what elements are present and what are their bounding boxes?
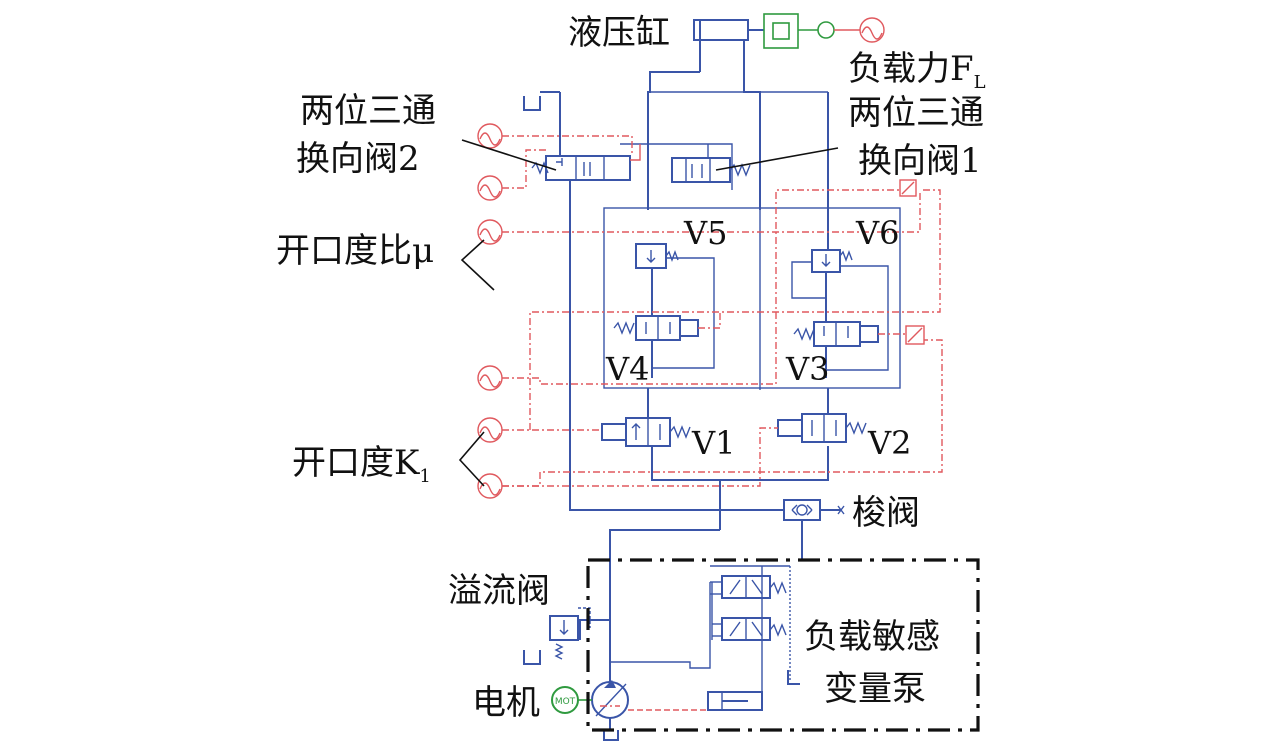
valve-v6 — [791, 249, 841, 299]
valve-v4 — [635, 315, 699, 341]
label-shuttle-valve: 梭阀 — [852, 493, 920, 533]
label-valve2-line1: 两位三通 — [300, 91, 436, 131]
label-valve2-line2: 换向阀2 — [296, 139, 420, 179]
signal-source-icon — [477, 473, 503, 499]
spring-icon — [669, 425, 691, 439]
valve-v3 — [813, 321, 879, 347]
signal-lines — [502, 135, 943, 707]
directional-valve-1 — [671, 144, 731, 183]
gain-block-icon — [905, 325, 925, 345]
ls-control-valve-lower — [712, 617, 787, 641]
spring-icon — [793, 327, 815, 341]
leader-opening-ratio — [460, 239, 495, 291]
spring-icon — [839, 250, 853, 262]
label-ls-pump-line2: 变量泵 — [824, 669, 926, 709]
shuttle-valve-icon — [783, 499, 845, 521]
tank-icon — [787, 670, 800, 685]
label-relief-valve: 溢流阀 — [448, 571, 550, 611]
valve-v2 — [777, 413, 847, 443]
label-opening-k: 开口度K1 — [292, 443, 431, 487]
signal-source-icon — [477, 365, 503, 391]
leader-valve1 — [715, 147, 839, 171]
valve-v5 — [635, 243, 667, 269]
leader-valve2 — [461, 139, 557, 171]
swash-actuator-icon — [707, 691, 763, 711]
leader-opening-k — [458, 431, 485, 487]
relief-valve-icon — [549, 607, 591, 660]
spring-icon — [729, 163, 751, 177]
motor-icon: MOT — [551, 686, 592, 714]
gain-block-icon — [899, 179, 917, 197]
ls-control-valve-upper — [710, 575, 787, 599]
spring-icon — [613, 321, 635, 335]
tank-icon — [603, 730, 619, 741]
signal-source-icon — [477, 175, 503, 201]
label-valve1-line2: 换向阀1 — [858, 141, 982, 181]
hydraulic-cylinder — [693, 19, 764, 72]
pump-icon — [591, 680, 629, 730]
label-valve1-line1: 两位三通 — [848, 93, 984, 133]
label-v5: V5 — [683, 214, 727, 252]
mass-load-icon — [763, 13, 860, 49]
spring-icon — [845, 421, 867, 435]
label-cylinder: 液压缸 — [568, 13, 670, 53]
signal-source-icon — [477, 417, 503, 443]
label-motor: 电机 — [472, 683, 540, 723]
signal-source-icon — [477, 123, 503, 149]
signal-source-icon — [859, 17, 885, 43]
valve-v1 — [601, 417, 671, 447]
tank-icon — [523, 650, 541, 665]
label-v2: V2 — [867, 424, 911, 462]
label-load-force: 负载力FL — [848, 49, 986, 93]
spring-icon — [665, 250, 679, 262]
tank-icon — [523, 91, 560, 111]
ls-pump-boundary — [586, 558, 980, 732]
label-ls-pump-line1: 负载敏感 — [804, 617, 940, 657]
label-v6: V6 — [855, 214, 899, 252]
signal-source-icon — [477, 219, 503, 245]
label-opening-ratio: 开口度比μ — [276, 231, 434, 271]
directional-valve-2 — [545, 140, 631, 190]
label-v3: V3 — [785, 350, 829, 388]
label-v1: V1 — [691, 424, 735, 462]
motor-tag: MOT — [555, 697, 576, 707]
label-v4: V4 — [605, 350, 649, 388]
